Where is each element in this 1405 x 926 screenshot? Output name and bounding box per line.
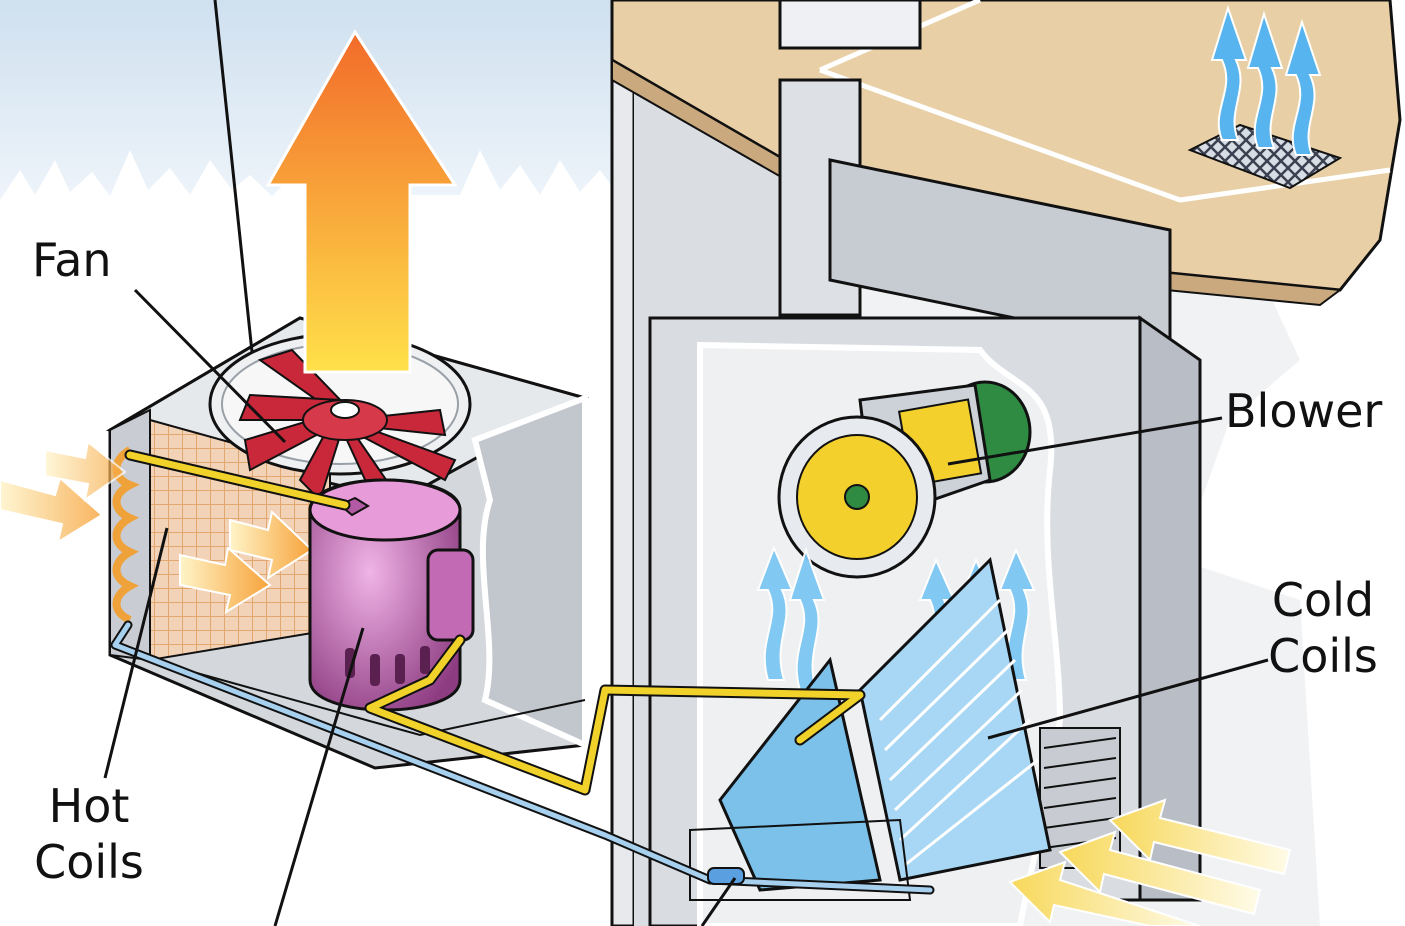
supply-duct-vertical (778, 0, 922, 50)
compressor (308, 478, 475, 712)
hot-coils-label: Hot Coils (14, 778, 164, 890)
evaporator-coil (689, 556, 1052, 901)
blower-label: Blower (1225, 384, 1383, 438)
fan-label: Fan (32, 233, 112, 287)
blower (777, 380, 1032, 579)
vent-air-arrows (1210, 4, 1322, 156)
return-air-arrows (1008, 798, 1292, 926)
refrigerant-lines (110, 449, 935, 895)
cold-coils-label-line1: Cold (1271, 573, 1375, 627)
expansion-valve (707, 867, 745, 885)
hot-coils-label-line2: Coils (34, 835, 144, 889)
cold-coils-label-line2: Coils (1268, 629, 1378, 683)
hot-coils-label-line1: Hot (48, 779, 130, 833)
hot-coil-tubing (112, 446, 140, 624)
hot-air-up-arrow (265, 29, 458, 374)
outdoor-air-arrows (0, 440, 314, 615)
leader-lines (103, 0, 1269, 926)
cold-coils-label: Cold Coils (1248, 572, 1398, 684)
house-wall-left (610, 0, 636, 926)
condenser-fan (238, 348, 457, 510)
